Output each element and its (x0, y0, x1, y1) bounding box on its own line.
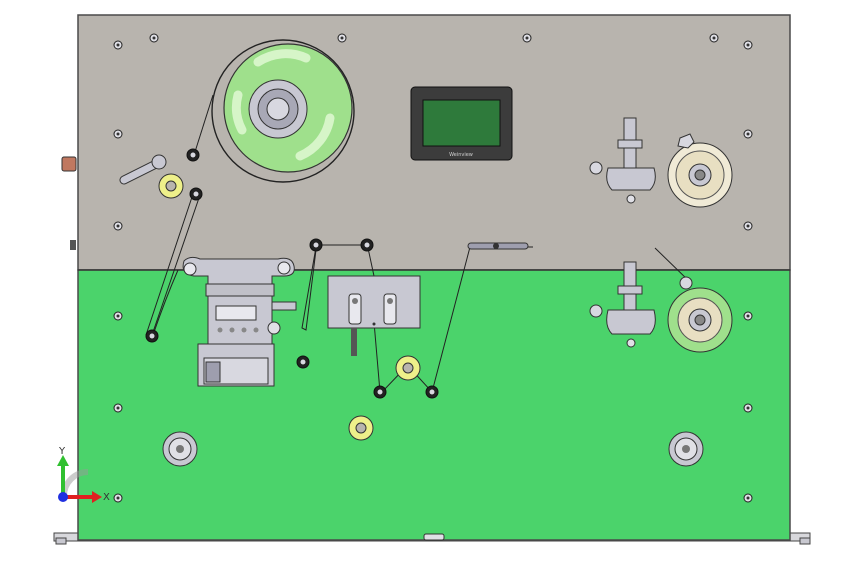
lower-left-spindle (162, 431, 198, 467)
label-web-path (145, 94, 691, 393)
coordinate-triad: Y X (57, 446, 110, 503)
guide-rollers (145, 148, 439, 441)
nip-roller-hub (165, 180, 177, 192)
screw-center (116, 496, 120, 500)
screen-brand-label: Weinview (449, 152, 473, 158)
panel-screws (113, 33, 753, 503)
screw-center (116, 314, 120, 318)
side-knob (61, 156, 77, 172)
screw-center (746, 224, 750, 228)
screw-center (712, 36, 716, 40)
nip-roller-hub (355, 422, 367, 434)
print-head-block (182, 256, 297, 387)
screw-center (746, 314, 750, 318)
screw-center (116, 406, 120, 410)
roller-hub (429, 389, 435, 395)
dancer-arm (119, 154, 167, 185)
screw-center (746, 496, 750, 500)
roller-hub (149, 333, 155, 339)
roller-hub (377, 389, 383, 395)
side-clip (70, 240, 76, 250)
screw-center (116, 224, 120, 228)
bottom-latch (423, 533, 445, 541)
roller-hub (190, 152, 196, 158)
rewind-spindle-lower (589, 261, 733, 353)
unwind-reel (211, 39, 355, 183)
screw-center (116, 132, 120, 136)
screw-center (340, 36, 344, 40)
screw-center (746, 132, 750, 136)
rewind-spindle-upper (589, 117, 733, 208)
roller-hub (300, 359, 306, 365)
screw-center (746, 43, 750, 47)
roller-hub (313, 242, 319, 248)
top-bracket (467, 242, 529, 250)
hmi-touchscreen: Weinview (410, 86, 513, 161)
screw-center (116, 43, 120, 47)
screw-center (746, 406, 750, 410)
screw-center (525, 36, 529, 40)
x-axis-label: X (103, 492, 110, 503)
lower-right-spindle (668, 431, 704, 467)
roller-hub (364, 242, 370, 248)
screw-center (152, 36, 156, 40)
label-sensor-unit (327, 275, 421, 356)
foot-left (55, 537, 67, 545)
nip-roller-hub (402, 362, 414, 374)
y-axis-label: Y (58, 446, 66, 457)
foot-right (799, 537, 811, 545)
roller-hub (193, 191, 199, 197)
